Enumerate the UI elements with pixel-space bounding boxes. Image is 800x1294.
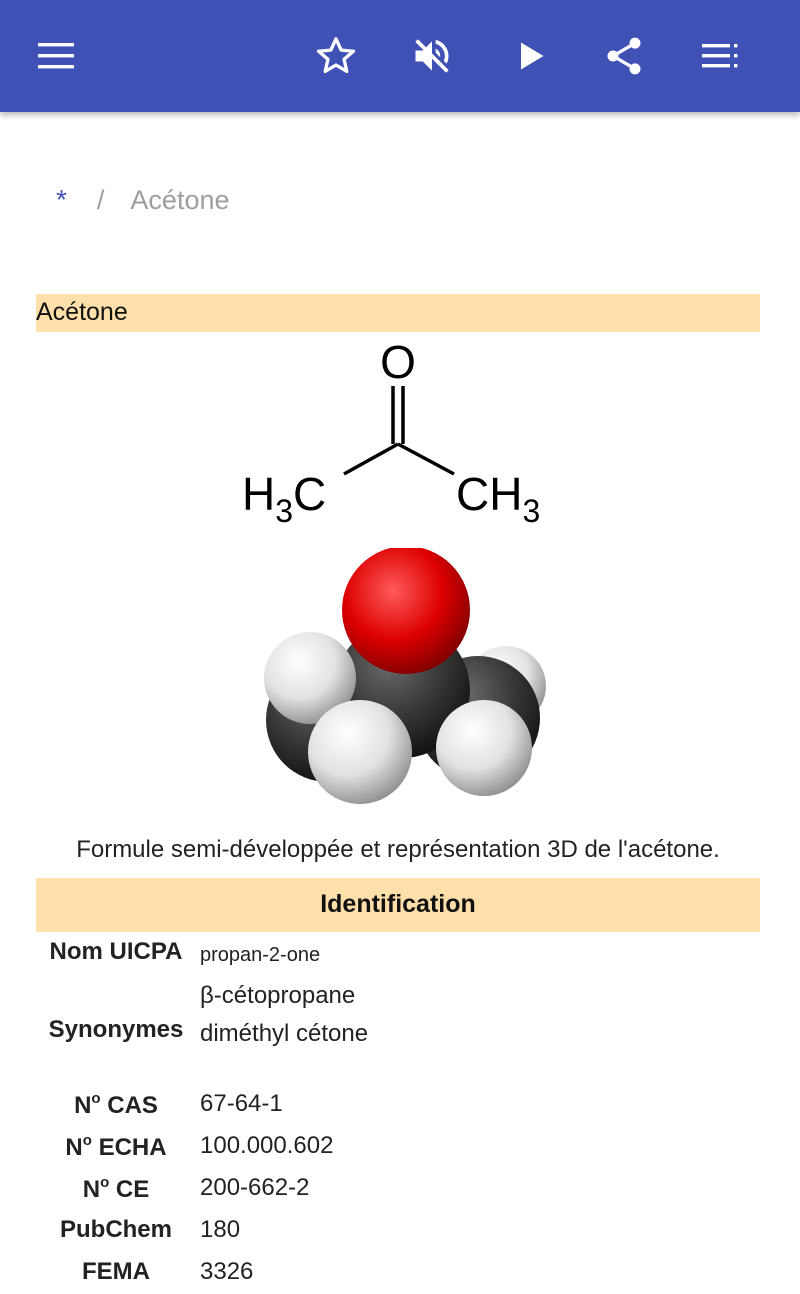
infobox-row-cas: No CAS 67-64-1 [36,1090,760,1126]
row-label: FEMA [82,1258,150,1285]
infobox-row-fema: FEMA 3326 [36,1258,760,1294]
infobox-row-echa: No ECHA 100.000.602 [36,1132,760,1168]
mute-button[interactable] [404,28,460,84]
label-prefix: N [65,1134,83,1161]
share-button[interactable] [596,28,652,84]
label-sup: o [91,1090,101,1107]
label-prefix: N [74,1092,92,1119]
breadcrumb-separator: / [96,184,105,215]
image-caption: Formule semi-développée et représentatio… [76,836,720,863]
menu-button[interactable] [28,28,84,84]
label-rest: CAS [100,1092,158,1119]
menu-icon [38,43,74,69]
row-value[interactable]: 100.000.602 [200,1132,334,1159]
star-icon [316,37,356,74]
row-value: propan-2-one [200,944,321,966]
breadcrumb-current: Acétone [130,184,230,215]
row-value[interactable]: 200-662-2 [200,1174,310,1201]
row-label: No CE [36,1174,196,1204]
row-value[interactable]: 180 [200,1216,241,1243]
row-label: No CAS [36,1090,196,1120]
contents-button[interactable] [692,28,748,84]
right-methyl-sub: 3 [522,493,540,529]
breadcrumb: * / Acétone [56,180,230,220]
label-rest: ECHA [91,1134,167,1161]
infobox-row-pubchem: PubChem 180 [36,1216,760,1252]
row-value: diméthyl cétone [200,1020,369,1047]
left-methyl-sub: 3 [275,493,293,529]
label-sup: o [100,1174,110,1191]
label-sup: o [82,1132,92,1149]
structural-formula-image: O H3C CH3 [242,336,540,529]
label-prefix: N [82,1176,101,1203]
play-button[interactable] [502,28,558,84]
right-methyl-ch: CH [456,468,522,520]
infobox-row-iupac: Nom UICPA propan-2-one [36,936,760,974]
article-title: Acétone [36,294,760,332]
oxygen-label: O [380,336,416,388]
row-label: PubChem [59,1216,172,1243]
svg-text:CH3: CH3 [456,468,540,529]
row-label: No ECHA [36,1132,196,1162]
infobox-row-ce: No CE 200-662-2 [36,1174,760,1210]
favorite-button[interactable] [308,28,364,84]
space-filling-model-image [264,548,546,804]
identification-header: Identification [36,878,760,932]
list-icon [702,44,738,68]
row-value[interactable]: 3326 [200,1258,254,1285]
share-icon [607,37,641,75]
breadcrumb-home-link[interactable]: * [56,184,67,215]
volume-off-icon [415,39,449,73]
left-methyl-h: H [242,468,275,520]
infobox-row-synonyms: Synonymes β-cétopropane diméthyl cétone [36,980,760,1060]
svg-text:H3C: H3C [242,468,326,529]
left-methyl-c: C [293,468,326,520]
row-value: β-cétopropane [200,982,356,1009]
app-bar [0,0,800,112]
row-label: Nom UICPA [49,938,183,965]
label-rest: CE [109,1176,150,1203]
row-value[interactable]: 67-64-1 [200,1090,283,1117]
play-icon [521,42,544,70]
row-label: Synonymes [48,1016,184,1043]
